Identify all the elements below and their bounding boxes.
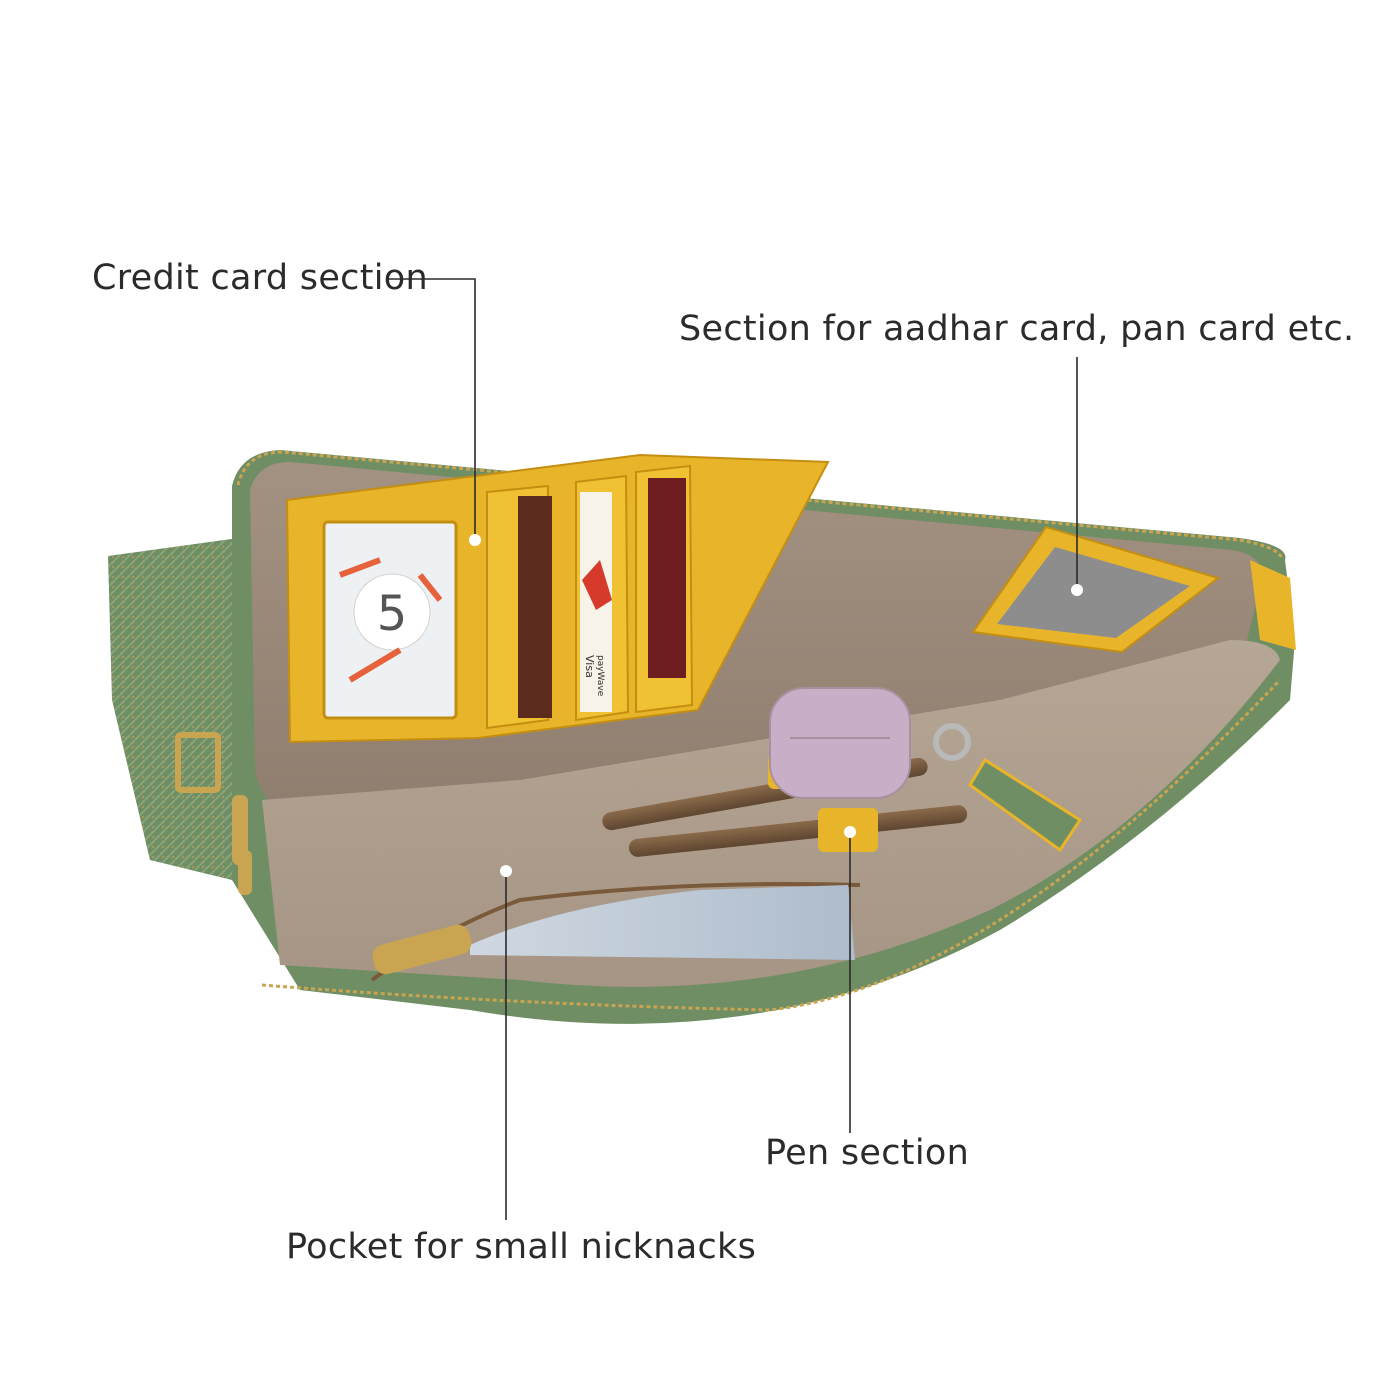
credit-card-leader [387, 278, 476, 538]
credit-card-dot [469, 534, 481, 546]
pen-section-label: Pen section [765, 1133, 970, 1173]
pen-2 [628, 805, 968, 857]
aadhar-section-label: Section for aadhar card, pan card etc. [679, 309, 1355, 349]
right-gusset [1250, 560, 1296, 650]
pocket-label: Pocket for small nicknacks [286, 1227, 757, 1267]
left-zip-pull-2 [238, 850, 252, 895]
zipper-pull [372, 924, 472, 975]
exterior-back-panel [108, 535, 262, 880]
visa-label: Visa [583, 655, 596, 678]
left-zip-pull-1 [232, 795, 248, 865]
earbuds-case [769, 687, 911, 799]
id-card-number: 5 [377, 586, 408, 642]
pen-dot [844, 826, 856, 838]
card-dark-2 [648, 478, 686, 678]
phone [470, 885, 855, 960]
card-dark-1 [518, 496, 552, 718]
credit-card-section-label: Credit card section [92, 258, 428, 298]
zipper-track-lower [261, 678, 1282, 1012]
key-ring [933, 723, 971, 761]
key-strap [968, 757, 1083, 853]
aadhar-dot [1071, 584, 1083, 596]
paywave-label: payWave [595, 655, 605, 697]
aadhar-window-mesh [997, 547, 1190, 638]
pocket-dot [500, 865, 512, 877]
side-buckle [175, 732, 221, 793]
